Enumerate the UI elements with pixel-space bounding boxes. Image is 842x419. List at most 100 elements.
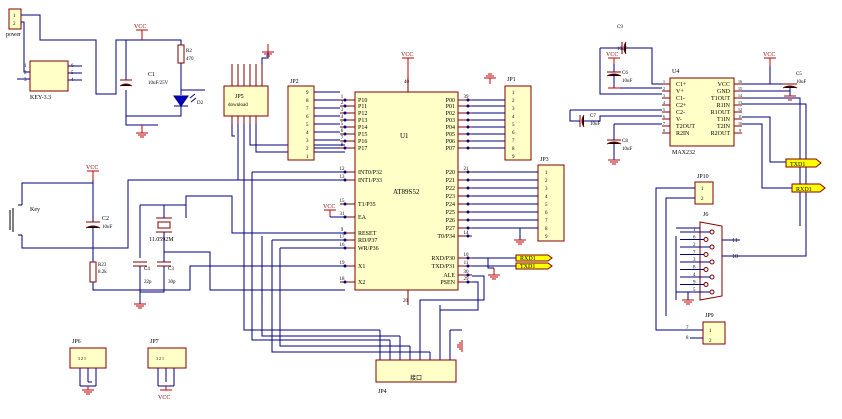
jp2-nums-num: 5 (306, 123, 309, 128)
u1-top-pin: 40 (404, 80, 410, 85)
u4-left-pin-label: C1- (676, 96, 685, 102)
j6-pin (709, 229, 715, 235)
c3-name: C3 (168, 267, 174, 272)
u4-left-pin-label: V+ (676, 89, 684, 95)
u1-left-pin-label: P10 (358, 98, 367, 104)
u1-pin-dot (466, 98, 470, 102)
jp3-nums-num: 5 (545, 203, 548, 208)
jp2-nums-num: 2 (306, 147, 309, 152)
rxd1-right: RXD1 (796, 187, 812, 193)
jp2-nums-num: 9 (306, 91, 309, 96)
net-txd1-left: TXD1 (515, 262, 553, 270)
u1-left-pin-label: INT0/P32 (358, 170, 382, 176)
u1-left-pin-label: RD/P37 (358, 238, 377, 244)
u1-right-pin-label: P20 (446, 170, 455, 176)
u1-right-pin-num: 11 (464, 261, 469, 266)
u1-right-pin-num: 21 (464, 167, 470, 172)
j6-pin (709, 259, 715, 265)
ground-jp6 (82, 386, 94, 395)
u1-right-pin-label: RXD/P30 (431, 256, 455, 262)
u1-left-pin-num: 12 (340, 167, 346, 172)
u1-left-pin-num: 31 (340, 212, 346, 217)
u4-right-pin-num: 15 (738, 86, 742, 91)
jp3-nums-num: 7 (545, 219, 548, 224)
jp9-name: JP9 (705, 313, 714, 319)
u4-left-pin-num: 7 (663, 121, 665, 126)
ground-crystal (134, 303, 146, 309)
jp1-nums-num: 6 (512, 131, 515, 136)
u1-right-pin-label: P05 (446, 132, 455, 138)
c2-name: C2 (102, 216, 109, 222)
c5-value: 10uF (796, 80, 807, 85)
net-rxd1-left: RXD1 (515, 254, 553, 262)
capacitor-c2: C2 10uF (85, 183, 113, 262)
crystal-name: 11.0592M (149, 237, 174, 243)
header-jp5: JP5 download (223, 64, 269, 124)
header-jp6: JP6 3 2 1 (69, 339, 107, 387)
ground-j6 (682, 299, 694, 305)
jp2-nums-num: 7 (306, 107, 309, 112)
u1-left-pin-label: P17 (358, 146, 367, 152)
u1-pin-dot (466, 273, 470, 277)
j6-side-10: 10 (732, 254, 738, 260)
power-switch-label: KEY-3.3 (30, 95, 51, 101)
u1-right-pin-label: P21 (446, 178, 455, 184)
u1-left-pin-label: INT1/P33 (358, 178, 382, 184)
u1-pin-dot (466, 264, 470, 268)
j6-pin-num: 1 (693, 228, 696, 233)
vcc-label-u1: VCC (401, 52, 413, 58)
u1-right-pin-label: P06 (446, 139, 455, 145)
u4-right-pin-num: 12 (738, 107, 742, 112)
u4-right-pin-num: 16 (738, 79, 742, 84)
bus-p2 (472, 171, 538, 229)
u1-right-pin-label: P02 (446, 111, 455, 117)
u1-pin-dot (343, 98, 347, 102)
vcc-symbol-c6: VCC (606, 52, 620, 64)
u1-pin-dot (466, 139, 470, 143)
u1-pin-dot (466, 218, 470, 222)
u1-left-pin-num: 1 (341, 95, 344, 100)
jp9-side-7: 7 (686, 326, 689, 331)
jp9-side-8: 8 (686, 336, 689, 341)
u4-right-pin-label: R2OUT (711, 131, 731, 137)
j6-pin (709, 274, 715, 280)
vcc-label-c5: VCC (763, 52, 775, 58)
power-connector-label: power (6, 32, 21, 38)
vcc-label-reset: VCC (86, 165, 98, 171)
r2-name: R2 (186, 49, 192, 54)
u1-right-pin-label: P23 (446, 194, 455, 200)
vcc-symbol-jp7: VCC (158, 386, 172, 401)
jp2-name: JP2 (290, 79, 299, 85)
jp1-name: JP1 (507, 77, 516, 83)
u1-right-pin-label: P26 (446, 218, 455, 224)
u4-left-pin-num: 3 (663, 93, 665, 98)
c1-value: 10uF/25V (148, 81, 169, 86)
u1-pin-dot (343, 111, 347, 115)
ground-jp4 (457, 340, 463, 352)
u1-left-pin-num: 6 (341, 129, 344, 134)
u1-pin-dot (466, 132, 470, 136)
vcc-symbol-u1: VCC (401, 52, 414, 77)
vcc-label: VCC (134, 24, 146, 30)
u1-right-pin-label: PSEN (440, 280, 455, 286)
chip-u1: 40 20 U1 AT89S52 P101P112P123P134P145P15… (340, 77, 472, 305)
r2-value: 470 (186, 57, 194, 62)
r23-value: 8.2k (98, 270, 107, 275)
vcc-symbol-reset: VCC (86, 165, 99, 180)
u1-pin-dot (466, 202, 470, 206)
u1-pin-dot (466, 226, 470, 230)
key-name: Key (30, 207, 40, 213)
reset-key: Key (9, 204, 40, 236)
svg-text:3: 3 (24, 78, 27, 83)
u1-left-pin-label: EA (358, 215, 367, 221)
capacitor-c6: C6 10uF (606, 71, 633, 84)
bus-jp4 (251, 171, 485, 360)
capacitor-c1: C1 10uF/25V (119, 40, 169, 126)
u1-left-pin-num: 8 (341, 143, 344, 148)
ground-rxd (488, 268, 500, 280)
u1-pin-dot (466, 125, 470, 129)
crystal: 11.0592M (149, 217, 174, 243)
u1-right-pin-num: 14 (464, 231, 470, 236)
